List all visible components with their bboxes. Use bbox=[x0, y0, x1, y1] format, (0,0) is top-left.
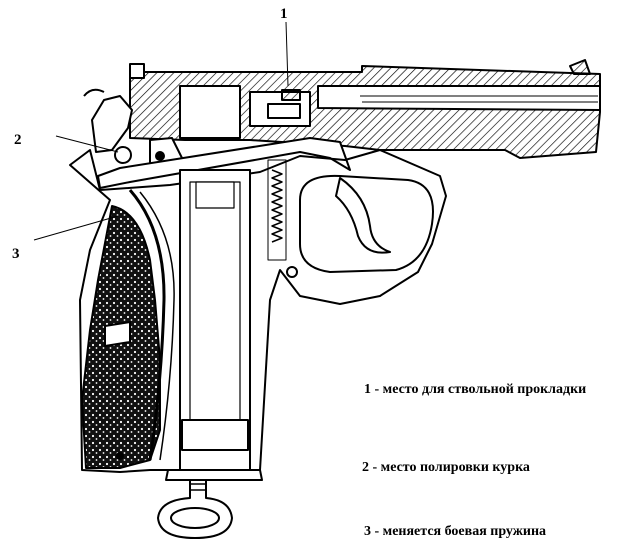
legend-item-1: 1 - место для ствольной прокладки bbox=[364, 382, 587, 397]
leader-2 bbox=[55, 135, 119, 153]
breech-block bbox=[179, 85, 241, 139]
frame bbox=[69, 149, 447, 473]
callout-leaders bbox=[33, 21, 289, 241]
recoil-spring bbox=[271, 169, 283, 243]
legend-item-3: 3 - меняется боевая пружина bbox=[364, 524, 547, 539]
trigger bbox=[335, 177, 391, 254]
rear-sight bbox=[129, 63, 145, 79]
mainspring bbox=[128, 189, 166, 461]
trigger-bar bbox=[97, 137, 351, 189]
leader-3 bbox=[33, 215, 119, 241]
legend-item-2: 2 - место полировки курка bbox=[362, 460, 530, 475]
hammer bbox=[91, 95, 133, 153]
hammer-pivot bbox=[114, 146, 132, 164]
pistol-drawing bbox=[69, 59, 601, 539]
front-sight bbox=[569, 59, 591, 75]
callout-1: 1 bbox=[280, 6, 288, 22]
barrel bbox=[317, 85, 601, 111]
callout-2: 2 bbox=[14, 132, 22, 148]
callout-3: 3 bbox=[12, 246, 20, 262]
barrel-gasket-spot bbox=[281, 89, 301, 101]
leader-1 bbox=[285, 21, 289, 87]
